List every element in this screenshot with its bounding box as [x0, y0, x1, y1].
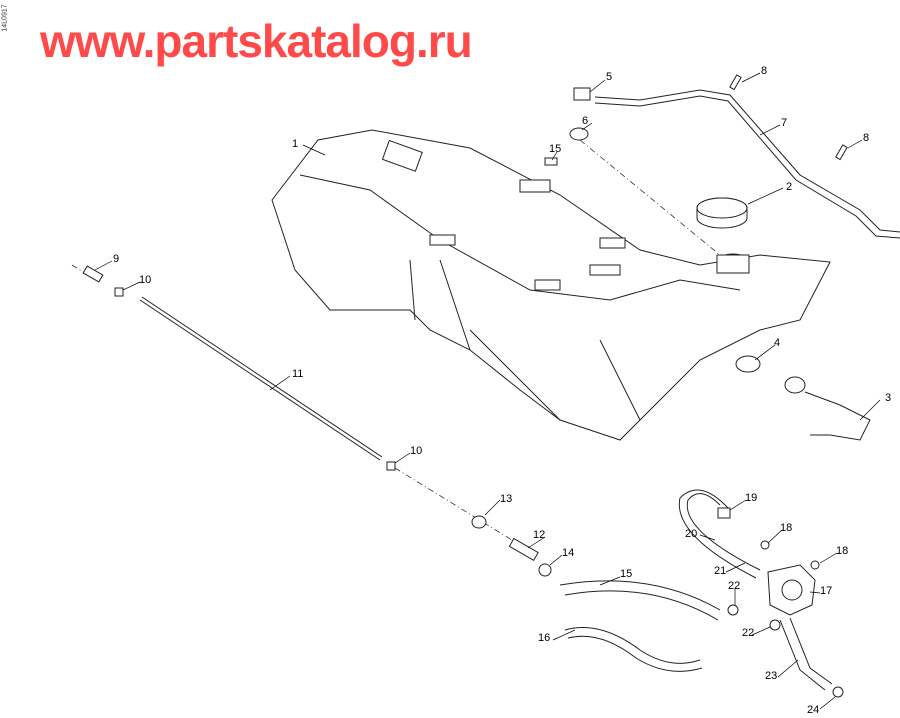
callout-numbers: 1 2 3 4 5 6 7 8 8 9 10 11 10 13 12 14 15…: [113, 65, 891, 716]
hose-15: [559, 580, 721, 611]
callout-22: 22: [728, 580, 740, 592]
screw-18: [760, 540, 770, 550]
callout-18: 18: [780, 522, 792, 534]
callout-16: 16: [538, 632, 550, 644]
screw-18: [810, 560, 820, 570]
callout-7: 7: [781, 117, 787, 129]
callout-18b: 18: [836, 545, 848, 557]
callout-3: 3: [885, 392, 891, 404]
grommet: [735, 355, 761, 373]
fitting-12: [508, 537, 539, 562]
callout-10b: 10: [410, 445, 422, 457]
cap-19: [717, 507, 731, 519]
rod-11: [139, 296, 383, 461]
fuel-tank: [271, 129, 831, 441]
callout-13: 13: [500, 493, 512, 505]
callout-8: 8: [761, 65, 767, 77]
hose-20: [686, 493, 761, 571]
grommet-6: [569, 127, 589, 141]
callout-15: 15: [549, 143, 561, 155]
sensor-wire: [804, 391, 871, 441]
callout-6: 6: [582, 115, 588, 127]
fuel-pump: [767, 564, 816, 616]
callout-23: 23: [765, 670, 777, 682]
clamp-22: [727, 604, 739, 616]
callout-21: 21: [714, 565, 726, 577]
watermark: www.partskatalog.ru: [40, 15, 473, 67]
callout-24: 24: [807, 704, 819, 716]
washer-13: [471, 515, 487, 529]
clamp-14: [538, 563, 552, 577]
callout-14: 14: [562, 547, 574, 559]
leader-lines: [94, 72, 881, 710]
callout-22b: 22: [742, 627, 754, 639]
check-valve: [729, 74, 742, 91]
vent-elbow: [573, 87, 591, 101]
check-valve: [835, 144, 848, 161]
hose-23: [779, 619, 826, 691]
clip-15: [544, 157, 558, 166]
nut-10: [114, 287, 124, 297]
hose-16: [564, 627, 701, 664]
fitting-9: [82, 265, 104, 283]
callout-17: 17: [820, 585, 832, 597]
callout-2: 2: [786, 181, 792, 193]
callout-20: 20: [685, 528, 697, 540]
callout-4: 4: [774, 337, 780, 349]
vent-hose: [594, 89, 900, 233]
callout-1: 1: [292, 138, 298, 150]
clamp-22: [769, 619, 781, 631]
callout-9: 9: [113, 253, 119, 265]
callout-8b: 8: [863, 132, 869, 144]
callout-19: 19: [745, 492, 757, 504]
callout-5: 5: [606, 71, 612, 83]
callout-12: 12: [533, 529, 545, 541]
fuel-level-sensor: [784, 376, 806, 394]
callout-15b: 15: [620, 568, 632, 580]
nut-10: [386, 461, 396, 471]
fuel-cap: [696, 197, 748, 229]
callout-11: 11: [292, 368, 303, 380]
callout-10: 10: [139, 274, 151, 286]
clamp-24: [832, 686, 844, 698]
